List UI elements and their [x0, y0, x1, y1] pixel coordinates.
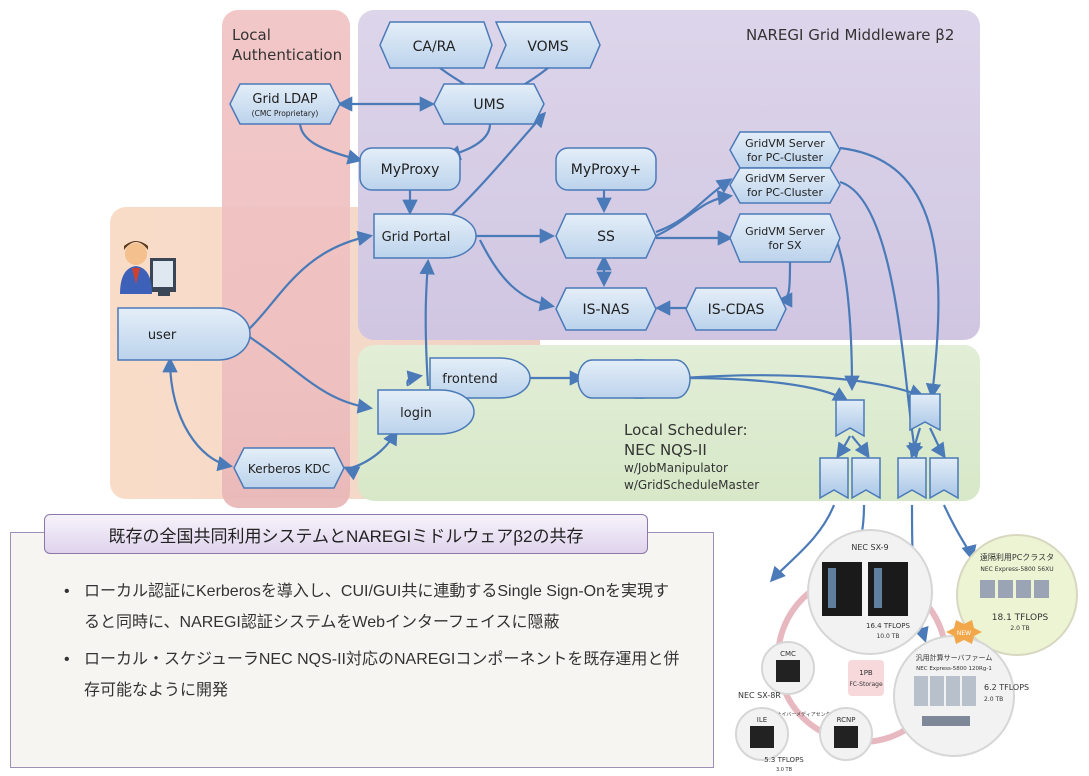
middleware-title: NAREGI Grid Middleware β2	[746, 26, 955, 44]
job-queue-shape	[577, 359, 691, 399]
sx9-label: NEC SX-9	[851, 543, 888, 552]
is-cdas-node: IS-CDAS	[685, 287, 787, 331]
sx9-site: NEC SX-9 16.4 TFLOPS 10.0 TB	[807, 529, 933, 655]
kerberos-kdc-node: Kerberos KDC	[233, 447, 345, 489]
new-badge-label: NEW	[957, 630, 971, 637]
ile-rack-icon	[750, 726, 774, 748]
ums-label: UMS	[473, 97, 504, 113]
gridvm2-line1: GridVM Server	[745, 172, 825, 185]
myproxy-label: MyProxy	[381, 162, 440, 178]
scheduler-title: Local Scheduler: NEC NQS-II w/JobManipul…	[624, 420, 759, 494]
gridvm1-line1: GridVM Server	[745, 137, 825, 150]
local-auth-title-line1: Local	[232, 26, 271, 44]
ca-ra-label: CA/RA	[413, 39, 456, 55]
scheduler-sub1: w/JobManipulator	[624, 461, 728, 475]
ss-label: SS	[597, 229, 615, 245]
server-farm-racks-icon	[914, 676, 976, 726]
gridvm2-line2: for PC-Cluster	[747, 186, 823, 199]
kerberos-kdc-label: Kerberos KDC	[248, 462, 330, 476]
myproxy-node: MyProxy	[359, 147, 461, 191]
ums-node: UMS	[433, 83, 545, 125]
gridvm-server-2-node: GridVM Server for PC-Cluster	[729, 167, 841, 204]
summary-panel-title: 既存の全国共同利用システムとNAREGIミドルウェアβ2の共存	[44, 514, 648, 554]
login-label: login	[400, 406, 432, 421]
voms-label: VOMS	[527, 39, 568, 55]
local-auth-title-line2: Authentication	[232, 46, 343, 64]
rcnp-site: RCNP	[819, 707, 873, 761]
queue-icons	[819, 393, 959, 500]
sx9-spec2: 10.0 TB	[876, 633, 899, 640]
is-nas-label: IS-NAS	[582, 302, 629, 318]
summary-bullet-1: ローカル認証にKerberosを導入し、CUI/GUI共に連動するSingle …	[62, 576, 682, 638]
scheduler-title-line1: Local Scheduler:	[624, 421, 748, 439]
fc-storage-line2: FC-Storage	[849, 681, 883, 688]
ca-ra-node: CA/RA	[379, 21, 493, 69]
center-label: サイバーメディアセンター	[776, 711, 835, 718]
server-farm-spec1: 6.2 TFLOPS	[984, 683, 1029, 692]
gridvm-server-3-node: GridVM Server for SX	[729, 213, 841, 263]
gridvm3-line2: for SX	[768, 239, 802, 252]
frontend-label: frontend	[442, 372, 497, 387]
myproxy-plus-node: MyProxy+	[555, 147, 657, 191]
grid-ldap-sublabel: (CMC Proprietary)	[252, 109, 319, 118]
ile-site: ILE	[735, 707, 789, 761]
ile-label: ILE	[757, 716, 767, 724]
gridvm-server-1-node: GridVM Server for PC-Cluster	[729, 131, 841, 169]
fc-storage: 1PB FC-Storage	[848, 660, 884, 696]
gridvm1-line2: for PC-Cluster	[747, 151, 823, 164]
pc-cluster-site: 遠隔利用PCクラスタ NEC Express-5800 56XU 18.1 TF…	[956, 534, 1078, 656]
sx9-spec1: 16.4 TFLOPS	[866, 622, 910, 630]
pc-cluster-spec2: 2.0 TB	[1010, 625, 1029, 632]
summary-bullet-2: ローカル・スケジューラNEC NQS-II対応のNAREGIコンポーネントを既存…	[62, 644, 682, 706]
scheduler-title-line2: NEC NQS-II	[624, 441, 707, 459]
server-farm-spec2: 2.0 TB	[984, 696, 1003, 703]
sx8r-spec2: 3.0 TB	[776, 767, 793, 773]
login-node: login	[377, 389, 475, 435]
grid-portal-label: Grid Portal	[382, 230, 451, 245]
local-auth-title: Local Authentication	[232, 25, 342, 65]
voms-node: VOMS	[494, 21, 601, 69]
ss-node: SS	[555, 213, 657, 259]
server-farm-site: 汎用計算サーバファーム NEC Express-5800 120Rg-1 6.2…	[893, 635, 1029, 757]
grid-ldap-node: Grid LDAP (CMC Proprietary)	[229, 83, 341, 125]
sx8r-spec1: 5.3 TFLOPS	[764, 756, 804, 764]
scheduler-sub2: w/GridScheduleMaster	[624, 478, 760, 492]
is-cdas-label: IS-CDAS	[708, 302, 765, 318]
myproxy-plus-label: MyProxy+	[571, 162, 641, 178]
rcnp-rack-icon	[834, 726, 858, 748]
cmc-rack-icon	[776, 660, 800, 682]
frontend-node: frontend	[429, 357, 531, 399]
new-badge: NEW	[946, 620, 982, 644]
grid-portal-node: Grid Portal	[373, 213, 477, 259]
summary-bullet-list: ローカル認証にKerberosを導入し、CUI/GUI共に連動するSingle …	[62, 576, 682, 712]
grid-ldap-label: Grid LDAP	[252, 92, 317, 107]
cmc-site: CMC	[761, 641, 815, 695]
pc-cluster-racks-icon	[980, 580, 1049, 598]
fc-storage-line1: 1PB	[859, 669, 873, 677]
cmc-label: CMC	[780, 650, 796, 658]
server-farm-model: NEC Express-5800 120Rg-1	[916, 666, 992, 672]
user-computer-icon	[120, 241, 176, 296]
sx8r-label: NEC SX-8R	[738, 691, 781, 700]
pc-cluster-spec1: 18.1 TFLOPS	[992, 613, 1049, 623]
user-node: user	[117, 307, 251, 361]
pc-cluster-label2: NEC Express-5800 56XU	[980, 566, 1053, 573]
hardware-illustration: 遠隔利用PCクラスタ NEC Express-5800 56XU 18.1 TF…	[735, 529, 1078, 773]
rcnp-label: RCNP	[837, 716, 856, 724]
user-label: user	[148, 328, 177, 343]
gridvm3-line1: GridVM Server	[745, 225, 825, 238]
server-farm-label: 汎用計算サーバファーム	[916, 653, 993, 662]
sx9-racks-icon	[822, 562, 908, 616]
is-nas-node: IS-NAS	[555, 287, 657, 331]
pc-cluster-label1: 遠隔利用PCクラスタ	[980, 552, 1054, 562]
